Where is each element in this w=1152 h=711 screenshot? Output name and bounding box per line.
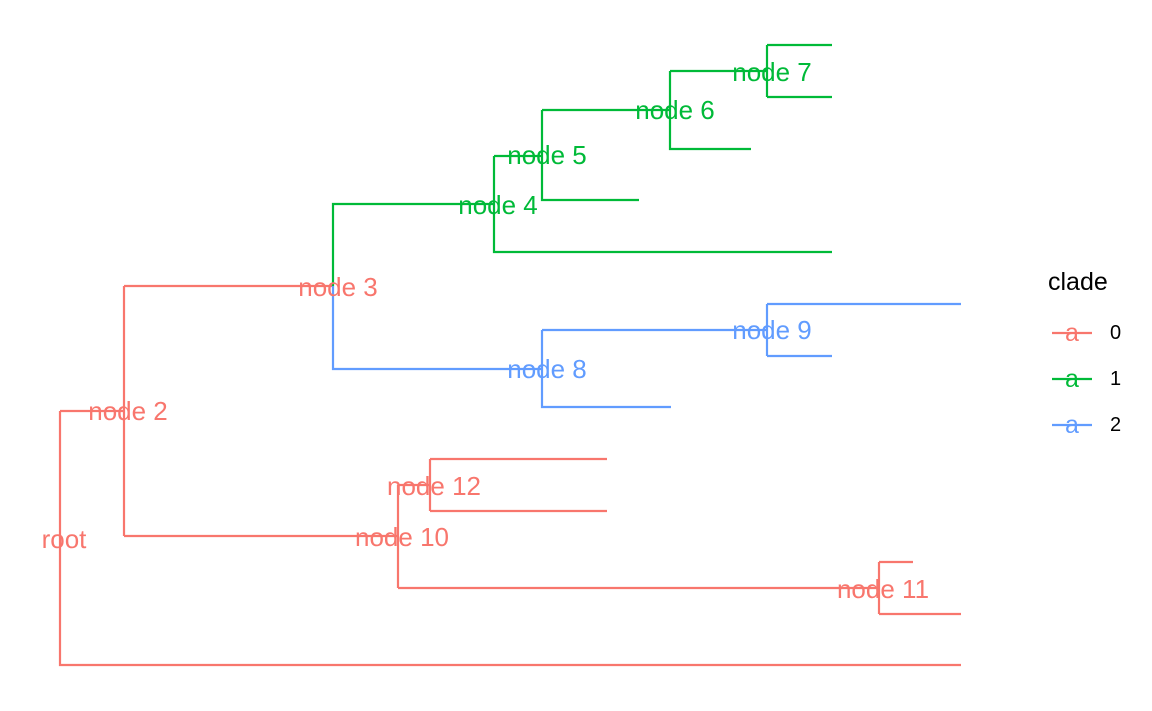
node-label-node-6: node 6: [635, 95, 715, 125]
node-label-node-7: node 7: [732, 57, 812, 87]
edge-node5-tip: [540, 110, 639, 202]
legend-entry-2: a 2: [1052, 411, 1121, 439]
node-label-node-12: node 12: [387, 471, 481, 501]
legend-key-glyph: a: [1065, 365, 1079, 393]
node-label-node-9: node 9: [732, 315, 812, 345]
edge-node6-tip: [668, 71, 751, 151]
legend-label: 2: [1110, 414, 1121, 436]
legend-label: 1: [1110, 368, 1121, 390]
node-label-node-10: node 10: [355, 522, 449, 552]
legend-key-glyph: a: [1065, 411, 1079, 439]
legend-title: clade: [1048, 268, 1108, 296]
legend-key-glyph: a: [1065, 319, 1079, 347]
edge-node3-node4: [331, 202, 494, 286]
node-labels: root node 2 node 3 node 4 node 5 node 6 …: [42, 57, 929, 604]
edge-node3-node8: [331, 286, 542, 371]
node-label-node-4: node 4: [458, 190, 538, 220]
edge-node4-tip: [492, 156, 832, 254]
node-label-root: root: [42, 524, 88, 554]
tree-edges: [58, 43, 961, 667]
node-label-node-2: node 2: [88, 396, 168, 426]
legend-entry-0: a 0: [1052, 319, 1121, 347]
node-label-node-3: node 3: [298, 272, 378, 302]
legend-entry-1: a 1: [1052, 365, 1121, 393]
node-label-node-11: node 11: [837, 574, 929, 604]
node-label-node-8: node 8: [507, 354, 587, 384]
node-label-node-5: node 5: [507, 140, 587, 170]
legend: clade a 0 a 1 a 2: [1048, 268, 1121, 439]
legend-label: 0: [1110, 322, 1121, 344]
edge-node8-tip: [540, 330, 671, 409]
edge-root-tip: [58, 411, 961, 667]
